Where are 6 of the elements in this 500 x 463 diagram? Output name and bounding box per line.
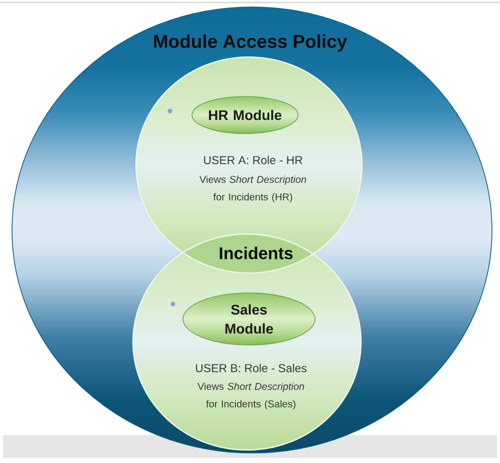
description-text: Views Short Description for Incidents (Sales) (198, 382, 304, 410)
description-text: Views Short Description for Incidents (HR) (200, 176, 306, 202)
overlap-label: Incidents (220, 246, 293, 260)
role-text: USER A: Role - HR (204, 156, 302, 164)
circle-title: Module Access Policy (154, 34, 348, 52)
role-text: USER B: Role - Sales (196, 364, 306, 372)
